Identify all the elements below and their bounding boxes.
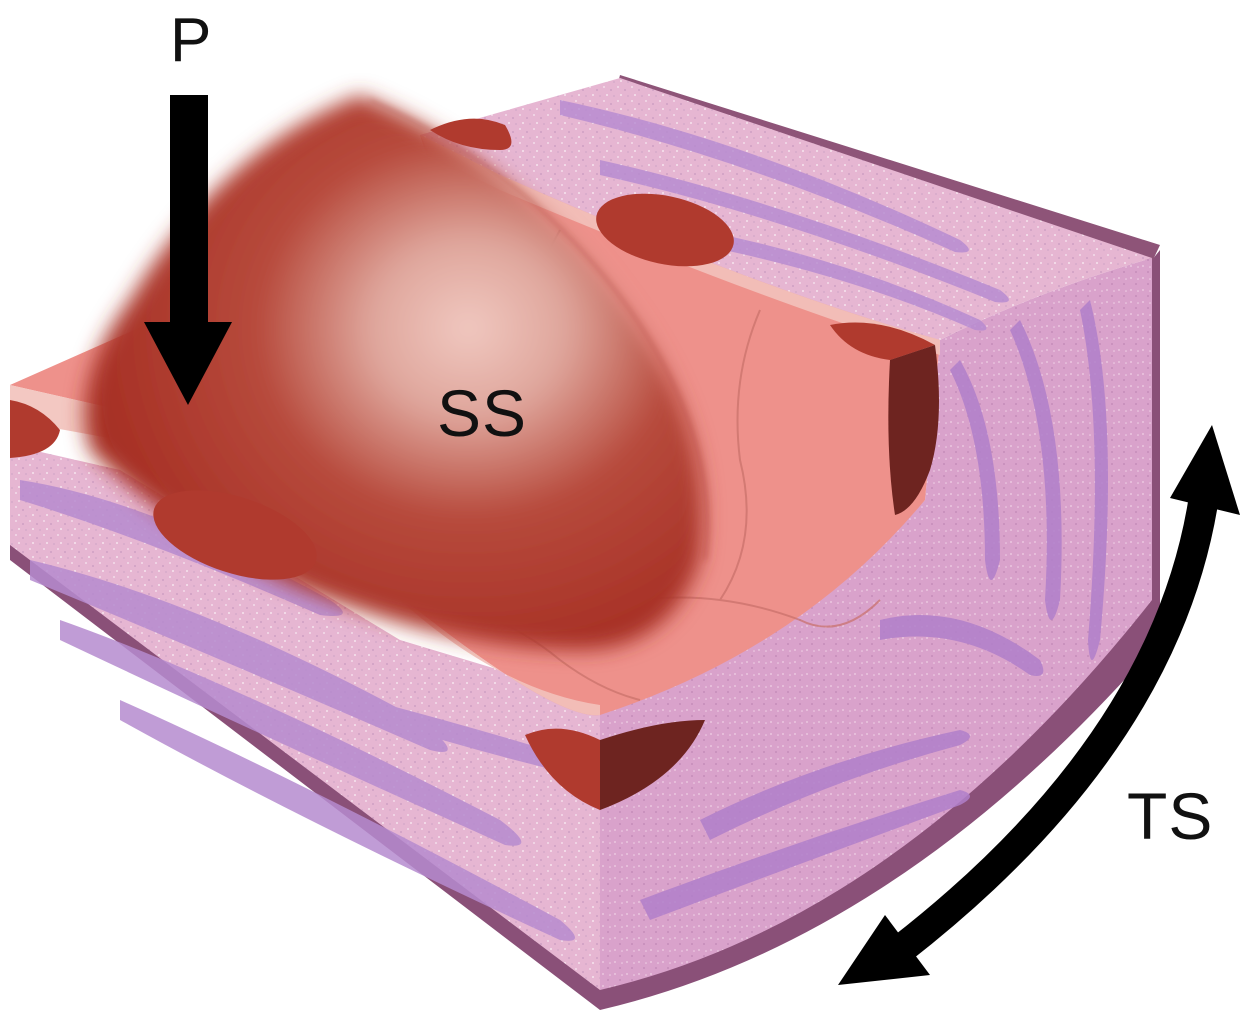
pressure-label: P	[170, 10, 212, 72]
shear-stress-label: SS	[437, 380, 527, 446]
tensile-stress-label: TS	[1127, 783, 1213, 849]
